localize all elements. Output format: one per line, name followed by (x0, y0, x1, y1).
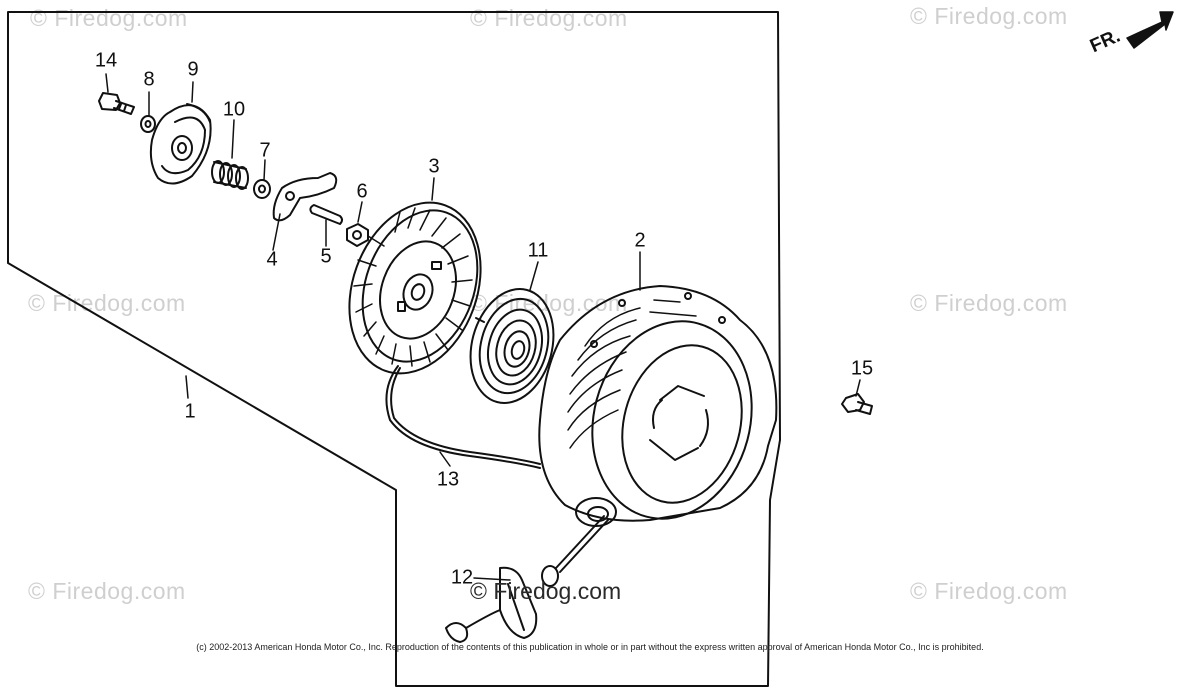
callout-6: 6 (356, 180, 368, 203)
callout-3: 3 (428, 155, 440, 178)
callout-11: 11 (527, 239, 549, 262)
center-watermark: © Firedog.com (470, 578, 622, 604)
callout-13: 13 (436, 468, 460, 491)
callout-7: 7 (259, 139, 271, 162)
watermark: © Firedog.com (910, 290, 1068, 316)
part-2-starter-case (538, 285, 778, 527)
part-14-bolt (98, 92, 135, 115)
callout-15: 15 (850, 357, 874, 380)
watermark: © Firedog.com (910, 578, 1068, 604)
callout-14: 14 (94, 49, 118, 72)
part-9-friction-plate (149, 103, 212, 185)
watermark: © Firedog.com (28, 578, 186, 604)
front-direction-arrow (1126, 11, 1174, 49)
part-8-washer (140, 115, 156, 133)
callout-2: 2 (634, 229, 646, 252)
copyright-notice: (c) 2002-2013 American Honda Motor Co., … (196, 642, 984, 652)
callout-1: 1 (184, 400, 196, 423)
callout-10: 10 (222, 98, 246, 121)
part-3-reel (348, 201, 482, 375)
watermark: © Firedog.com (910, 3, 1068, 29)
callout-12: 12 (450, 566, 474, 589)
callout-4: 4 (266, 248, 278, 271)
part-4-ratchet-pawl (272, 172, 338, 222)
part-5-pin (309, 204, 343, 225)
part-13-rope (385, 365, 609, 573)
assembly-outline-frame (7, 11, 781, 687)
part-11-spiral-spring (469, 288, 555, 404)
callout-9: 9 (187, 58, 199, 81)
watermark: © Firedog.com (28, 290, 186, 316)
callout-8: 8 (143, 68, 155, 91)
part-15-bolt (841, 393, 873, 415)
watermark: © Firedog.com (30, 5, 188, 31)
callout-5: 5 (320, 245, 332, 268)
part-6-nut (346, 223, 369, 247)
watermark: © Firedog.com (470, 5, 628, 31)
part-7-washer (253, 179, 271, 199)
part-10-spring (211, 160, 249, 190)
part-12-handle (445, 565, 559, 643)
